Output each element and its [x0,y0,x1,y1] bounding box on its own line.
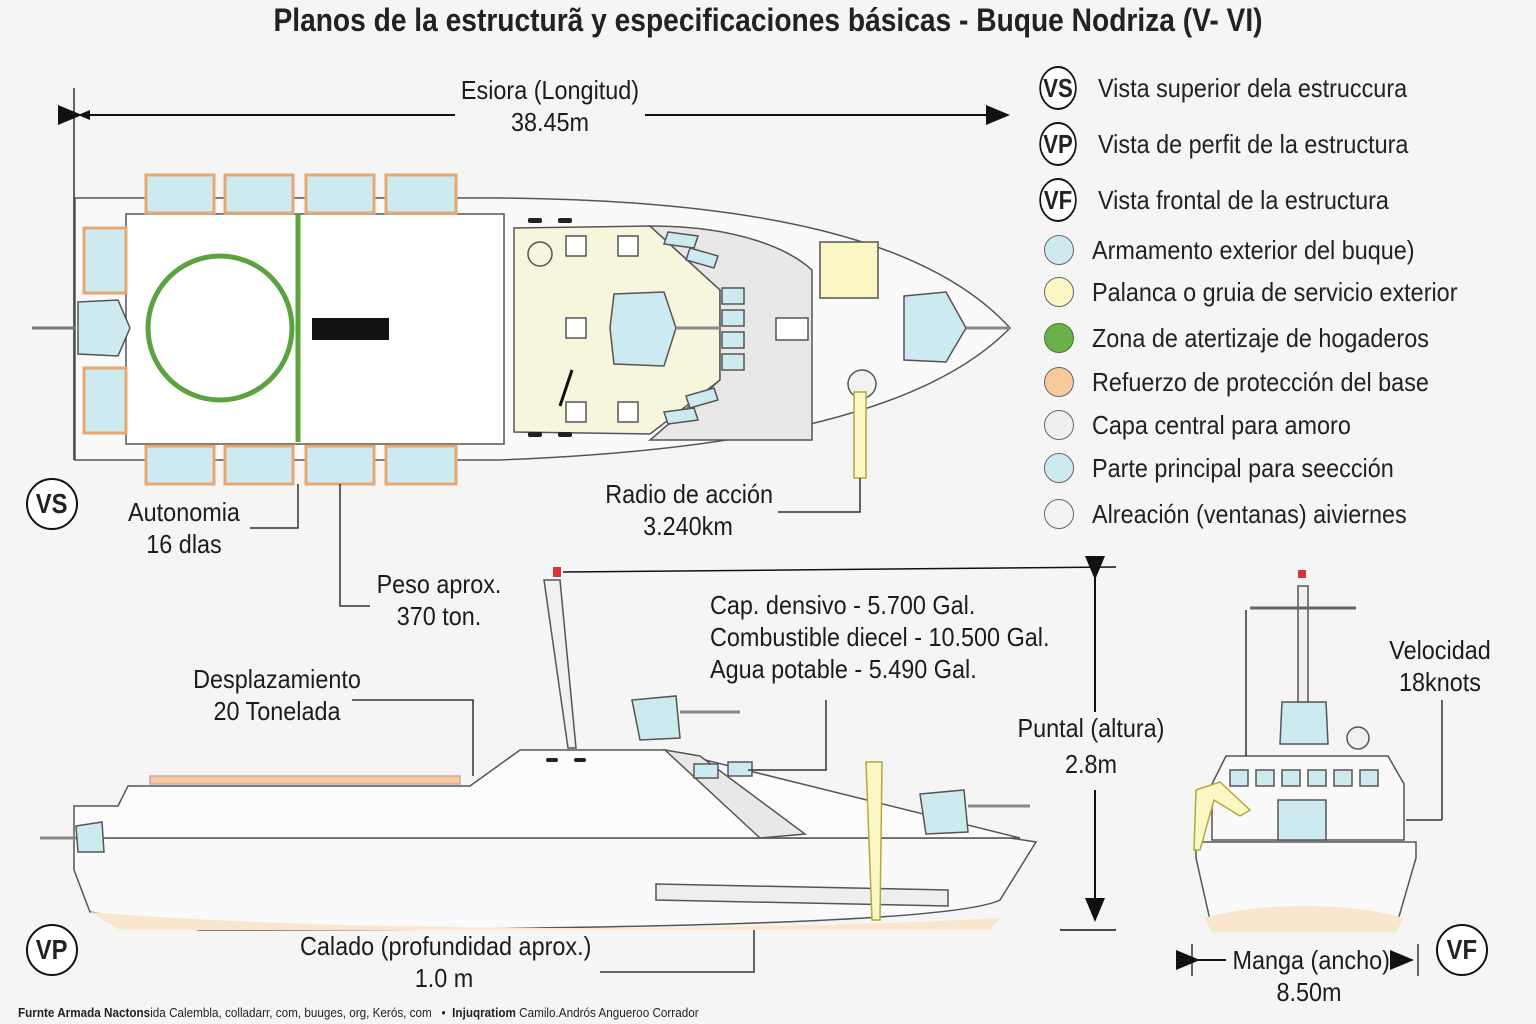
swatch-central [1044,410,1074,440]
legend-reinforcement: Refuerzo de protección del base [1036,362,1466,402]
swatch-reinforcement [1044,367,1074,397]
profile-hull [73,837,1038,931]
profile-view [40,556,1117,973]
landing-circle [145,253,295,403]
depth-label: Puntal (altura)2.8m [1012,712,1170,780]
swatch-windows [1044,499,1074,529]
legend-landing: Zona de atertizaje de hogaderos [1036,318,1466,358]
footer-credits: Furnte Armada Nactonsida Calembla, colla… [18,1005,699,1020]
page-title: Planos de la estructurã y especificacion… [273,2,1263,38]
legend-central: Capa central para amoro [1036,405,1380,445]
weight-label: Peso aprox.370 ton. [376,569,502,631]
front-view [1176,570,1443,976]
badge-vp: VP [26,924,78,976]
legend-crane: Palanca o gruia de servicio exterior [1036,272,1498,312]
badge-vf: VF [1436,924,1488,976]
swatch-main [1044,453,1074,483]
length-label: Esiora (Longitud)38.45m [460,75,640,137]
swatch-crane [1044,277,1074,307]
legend-main: Parte principal para seección [1036,448,1427,488]
swatch-armament [1044,235,1074,265]
legend-windows: Alreación (ventanas) aiviernes [1036,494,1442,534]
draft-label: Calado (profundidad aprox.)1.0 m [300,931,592,993]
beam-label: Manga (ancho)8.50m [1232,945,1390,1007]
swatch-landing [1044,323,1074,353]
legend-armament: Armamento exterior del buque) [1036,230,1450,270]
top-view [32,88,1012,607]
capacity-list: Cap. densivo - 5.700 Gal. Combustible di… [710,590,1050,684]
top-side-panels [82,173,458,486]
badge-vs: VS [26,478,78,530]
